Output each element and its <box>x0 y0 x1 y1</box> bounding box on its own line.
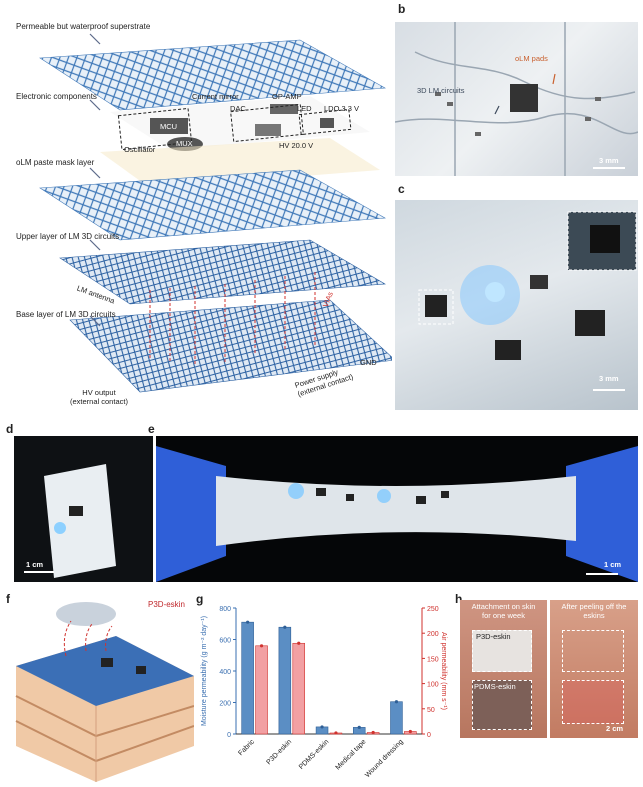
opamp-chip <box>270 104 298 114</box>
panel-label-f: f <box>6 592 10 606</box>
panel-d-photo: 1 cm <box>14 436 153 582</box>
category-label: Medical tape <box>335 738 368 771</box>
hv-chip <box>255 124 281 136</box>
data-point <box>283 625 287 629</box>
layer-label-2: Electronic components <box>16 92 97 101</box>
label-current-mirror: Current mirror <box>192 92 239 101</box>
data-point <box>297 641 301 645</box>
label-led: LED <box>297 104 312 113</box>
label-ldo: LDO 3.3 V <box>324 104 360 113</box>
panel-e-photo: 1 cm <box>156 436 638 582</box>
chip-c2 <box>575 310 605 336</box>
label-op-amp: OP-AMP <box>272 92 302 101</box>
category-label: Fabric <box>237 738 256 757</box>
label-p3d-eskin-f: P3D-eskin <box>148 600 185 609</box>
y2-tick-label: 200 <box>427 631 439 638</box>
y-tick-label: 800 <box>219 606 231 613</box>
y2-tick-label: 100 <box>427 682 439 689</box>
layer-label-4: Upper layer of LM 3D circuits <box>16 232 120 241</box>
y-tick-label: 400 <box>219 669 231 676</box>
p3d-eskin-patch <box>472 630 532 672</box>
bar-moisture <box>278 626 292 735</box>
y2-tick-label: 50 <box>427 707 435 714</box>
label-mux: MUX <box>176 139 193 148</box>
scale-h: 2 cm <box>606 724 624 733</box>
label-hv: HV 20.0 V <box>279 141 314 150</box>
pdms-removed-area <box>562 680 624 724</box>
panel-label-c: c <box>398 182 405 196</box>
label-3d-lm-circuits: 3D LM circuits <box>417 86 465 95</box>
scale-c: 3 mm <box>599 374 619 383</box>
panel-label-e: e <box>148 422 155 436</box>
panel-h-left-photo: Attachment on skin for one week P3D-eski… <box>460 600 547 738</box>
bar-moisture <box>241 621 254 735</box>
bar-moisture <box>390 701 403 735</box>
data-point <box>320 725 324 729</box>
data-point <box>371 730 375 735</box>
label-olm-pads: oLM pads <box>515 54 548 63</box>
exploded-layer-diagram <box>39 33 392 393</box>
category-label: Wound dressing <box>364 738 405 779</box>
category-label: PDMS-eskin <box>298 738 331 771</box>
data-point <box>408 729 412 734</box>
label-gnd: GND <box>360 358 377 367</box>
upper-circuit-layer <box>59 239 386 305</box>
data-point <box>334 731 338 735</box>
label-dac: DAC <box>230 104 246 113</box>
scale-e: 1 cm <box>604 560 622 569</box>
panel-a: Permeable but waterproof superstrate Ele… <box>0 0 392 412</box>
panel-b-photo: oLM pads 3D LM circuits 3 mm <box>395 22 638 176</box>
chip-c1 <box>425 295 447 317</box>
chip-photo-b <box>510 84 538 112</box>
y-tick-label: 600 <box>219 638 231 645</box>
mcu-chip <box>150 118 188 134</box>
label-p3d-eskin-h: P3D-eskin <box>476 632 511 641</box>
data-point <box>357 725 361 729</box>
caption-h-left: Attachment on skin for one week <box>471 602 536 620</box>
paste-mask-layer <box>100 138 380 188</box>
pdms-eskin-patch <box>472 680 532 730</box>
y2-tick-label: 250 <box>427 606 439 613</box>
label-pdms-eskin-h: PDMS-eskin <box>474 682 516 691</box>
panel-label-b: b <box>398 2 406 16</box>
upper-mesh-layer <box>39 169 386 241</box>
panel-f-illustration: P3D-eskin <box>6 596 194 782</box>
label-mcu: MCU <box>160 122 178 131</box>
superstrate-layer <box>39 39 386 111</box>
panel-h-right-photo: After peeling off the eskins 2 cm <box>550 600 638 738</box>
bar-air <box>292 642 306 735</box>
caption-h-right: After peeling off the eskins <box>561 602 627 620</box>
vias-lines <box>149 272 316 365</box>
p3d-removed-area <box>562 630 624 672</box>
scale-d: 1 cm <box>26 560 44 569</box>
label-hv-output: HV output (external contact) <box>70 388 128 406</box>
label-oscillator: Oscillator <box>124 145 156 154</box>
data-point <box>394 700 399 704</box>
layer-label-1: Permeable but waterproof superstrate <box>16 22 151 31</box>
panel-label-d: d <box>6 422 14 436</box>
y-axis-title: Moisture permeability (g m⁻² day⁻¹) <box>201 616 208 726</box>
panel-c-photo: 3 mm <box>395 200 638 410</box>
data-point <box>246 620 250 624</box>
panel-label-g: g <box>196 592 204 606</box>
y2-axis-title: Air permeability (mm s⁻¹) <box>440 632 447 710</box>
y-tick-label: 200 <box>219 701 231 708</box>
data-point <box>259 644 264 648</box>
y-tick-label: 0 <box>227 732 231 739</box>
y2-tick-label: 0 <box>427 732 431 739</box>
y2-tick-label: 150 <box>427 656 439 663</box>
panel-label-h: h <box>455 592 463 606</box>
scale-b: 3 mm <box>599 156 619 165</box>
bar-air <box>255 645 268 735</box>
chip-c3 <box>495 340 521 360</box>
category-label: P3D-eskin <box>265 738 293 766</box>
layer-label-3: oLM paste mask layer <box>16 158 95 167</box>
layer-label-5: Base layer of LM 3D circuits <box>16 310 116 319</box>
ldo-chip <box>320 118 334 128</box>
